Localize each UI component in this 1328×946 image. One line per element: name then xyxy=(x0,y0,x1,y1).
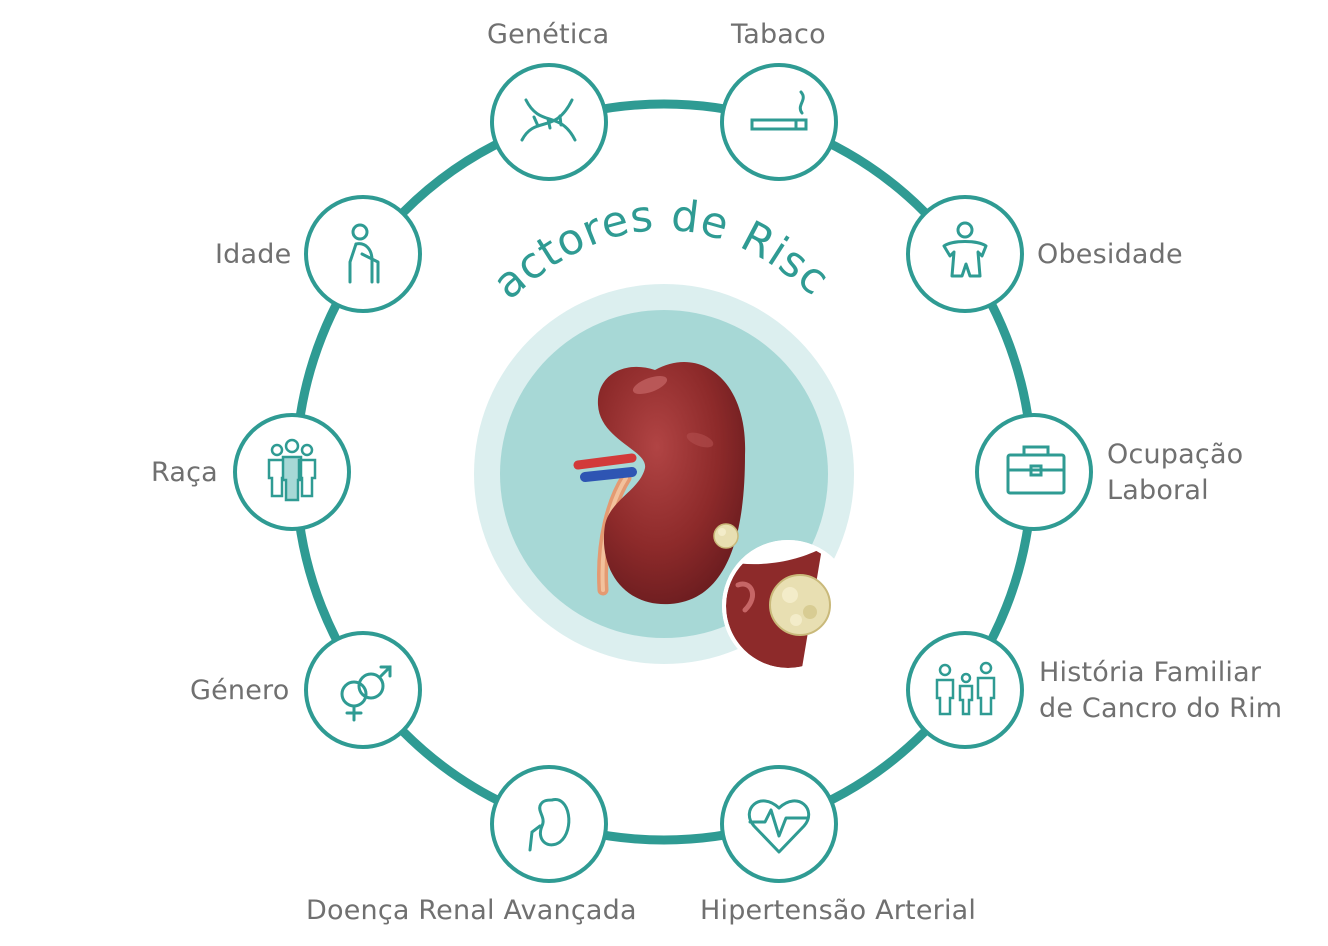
label-doenca-renal: Doença Renal Avançada xyxy=(306,895,637,926)
node-doenca-renal xyxy=(490,765,608,883)
family-icon xyxy=(935,661,996,716)
heart-pulse-icon xyxy=(747,799,811,854)
node-obesidade xyxy=(906,195,1024,313)
tumor-zoom-bubble xyxy=(722,540,854,672)
label-genero: Género xyxy=(190,675,290,706)
cigarette-icon xyxy=(750,90,808,131)
people-group-icon xyxy=(267,438,317,502)
label-historia-familiar: História Familiar de Cancro do Rim xyxy=(1039,657,1283,724)
label-idade: Idade xyxy=(215,239,292,270)
label-tabaco: Tabaco xyxy=(731,19,826,50)
kidney-illustration xyxy=(573,361,746,605)
label-ocupacao-laboral: Ocupação Laboral xyxy=(1107,439,1244,506)
node-historia-familiar xyxy=(906,631,1024,749)
obese-person-icon xyxy=(942,221,988,278)
node-tabaco xyxy=(720,63,838,181)
node-genetica xyxy=(490,63,608,181)
node-hipertensao-arterial xyxy=(720,765,838,883)
node-genero xyxy=(304,631,422,749)
label-genetica: Genética xyxy=(487,19,610,50)
node-raca xyxy=(233,413,351,531)
label-obesidade: Obesidade xyxy=(1037,239,1183,270)
label-raca: Raça xyxy=(151,457,218,488)
gender-symbols-icon xyxy=(340,665,392,722)
label-hipertensao-arterial: Hipertensão Arterial xyxy=(700,895,977,926)
node-ocupacao-laboral xyxy=(975,413,1093,531)
briefcase-icon xyxy=(1006,445,1066,495)
elderly-person-icon xyxy=(348,223,380,284)
dna-icon xyxy=(520,98,577,142)
node-idade xyxy=(304,195,422,313)
kidney-icon xyxy=(528,798,571,852)
